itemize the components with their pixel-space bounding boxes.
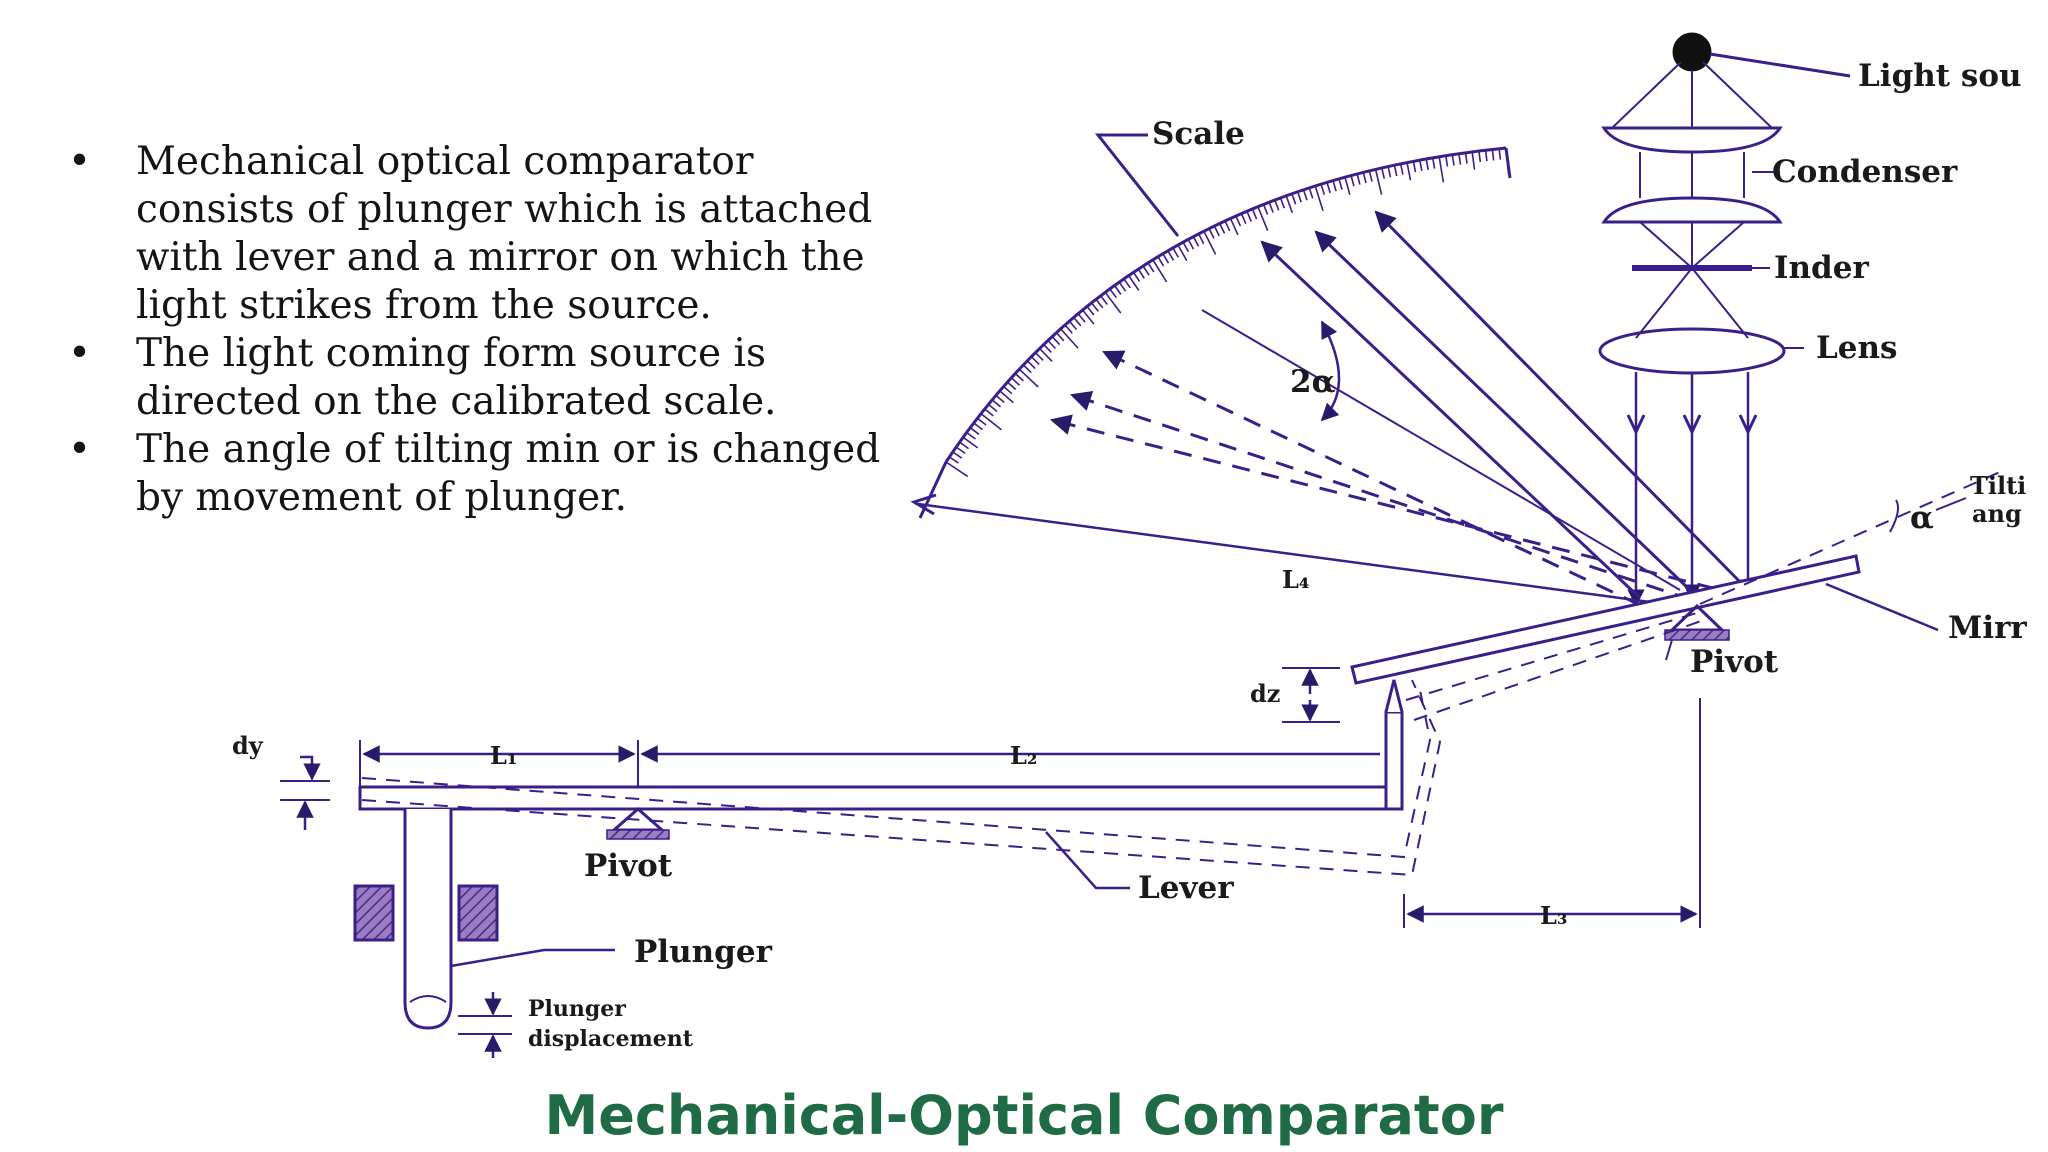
leader-lever <box>1045 831 1130 890</box>
guide-block-left <box>353 884 395 942</box>
scale-end-right <box>1504 147 1512 179</box>
leader-tilting <box>1935 497 1967 511</box>
scale-ticks <box>945 147 1510 478</box>
lever-arm <box>1384 710 1404 811</box>
plunger-tip <box>409 995 447 1003</box>
lever-pivot-base <box>606 829 670 840</box>
bullet-text: The angle of tilting min or is changed b… <box>136 427 881 520</box>
label-plunger-disp-line1: Plunger <box>528 996 626 1022</box>
leader-scale <box>1094 133 1180 237</box>
label-tilting-line2: ang <box>1972 499 2022 528</box>
label-dz: dz <box>1250 679 1280 708</box>
leader-light-source <box>1709 52 1851 78</box>
label-l4: L₄ <box>1282 565 1309 594</box>
lever-tilted-outline-2 <box>361 679 1442 877</box>
bullet-text: Mechanical optical comparator consists o… <box>136 139 873 328</box>
label-two-alpha: 2α <box>1290 364 1336 400</box>
incident-arrowheads <box>1626 414 1758 436</box>
alpha-arc <box>1889 499 1899 533</box>
label-l2: L₂ <box>1010 741 1037 770</box>
label-inder: Inder <box>1774 250 1869 286</box>
reflected-ray-3 <box>1374 210 1746 588</box>
l4-line <box>917 502 1651 604</box>
inder-rays-lower <box>1635 267 1749 339</box>
plunger-body <box>403 809 453 1030</box>
inder-rays-upper <box>1639 221 1745 269</box>
bullet-item: • The angle of tilting min or is changed … <box>60 426 920 522</box>
leader-plunger <box>450 948 615 968</box>
tilted-ray-2 <box>1070 390 1693 602</box>
label-mirror: Mirr <box>1948 610 2027 646</box>
mirror-pivot-base <box>1664 629 1730 641</box>
label-pivot-lever: Pivot <box>584 848 673 884</box>
alpha-ref-line <box>1699 471 2001 605</box>
label-light-source: Light sou <box>1858 58 2022 94</box>
scale-arc <box>944 146 1507 463</box>
label-tilting-line1: Tilti <box>1970 471 2026 500</box>
caption-title: Mechanical-Optical Comparator <box>544 1084 1504 1147</box>
label-condenser: Condenser <box>1772 154 1958 190</box>
bullet-list: • Mechanical optical comparator consists … <box>60 138 920 522</box>
bullet-dot: • <box>68 139 92 184</box>
condenser-upper <box>1601 126 1783 154</box>
label-plunger-disp-line2: displacement <box>528 1026 694 1052</box>
bullet-text: The light coming form source is directed… <box>136 331 777 424</box>
mirror <box>1350 554 1861 685</box>
tilted-ray-1 <box>1102 350 1641 607</box>
lever-tip <box>1384 679 1404 713</box>
label-pivot-mirror: Pivot <box>1690 644 1779 680</box>
leader-pivot-mirror <box>1665 639 1673 661</box>
bullet-dot: • <box>68 331 92 376</box>
tilted-ray-to-tip <box>1405 611 1701 701</box>
label-l1: L₁ <box>490 741 517 770</box>
bullet-item: • The light coming form source is directe… <box>60 330 920 426</box>
reflected-ray-1 <box>1260 240 1642 600</box>
leader-mirror <box>1825 582 1939 632</box>
label-plunger: Plunger <box>634 934 773 970</box>
label-dy: dy <box>232 731 264 760</box>
reflected-ray-2 <box>1314 230 1694 594</box>
lens <box>1598 327 1786 375</box>
bullet-item: • Mechanical optical comparator consists … <box>60 138 920 330</box>
condenser-lower <box>1601 196 1783 224</box>
tilted-ray-to-tip-2 <box>1413 617 1711 721</box>
tilted-ray-3 <box>1049 414 1745 598</box>
dy-arrow-top <box>300 755 321 781</box>
label-alpha: α <box>1910 500 1934 536</box>
label-scale: Scale <box>1152 116 1245 152</box>
label-lens: Lens <box>1816 330 1898 366</box>
guide-block-right <box>457 884 499 942</box>
label-lever: Lever <box>1138 870 1234 906</box>
lever-tilted-outline <box>361 689 1432 859</box>
label-l3: L₃ <box>1540 901 1567 930</box>
bullet-dot: • <box>68 427 92 472</box>
l4-arrowhead <box>910 493 937 516</box>
light-cone <box>1611 61 1773 129</box>
two-alpha-arc <box>1320 320 1341 422</box>
reflected-ray-4 <box>1201 309 1681 591</box>
